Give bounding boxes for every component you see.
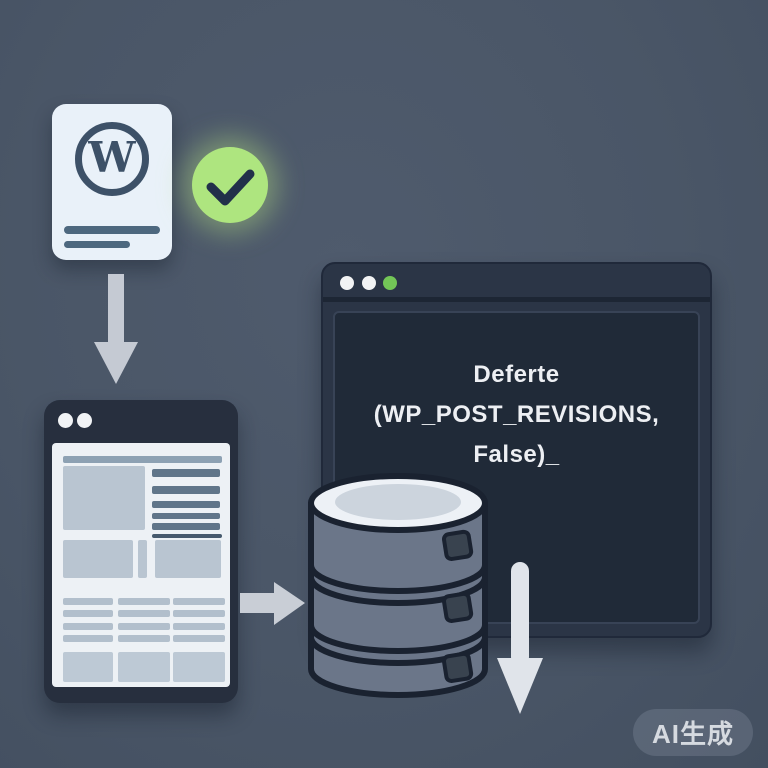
wireframe-text-line xyxy=(173,635,225,642)
window-dot-icon xyxy=(58,413,73,428)
card-text-line xyxy=(64,241,130,248)
wireframe-text-line xyxy=(63,623,113,630)
wordpress-card: W xyxy=(52,104,172,260)
database-icon xyxy=(308,473,488,698)
ai-generated-watermark: AI生成 xyxy=(633,709,753,756)
arrow-down-icon xyxy=(94,274,138,384)
window-dot-green-icon xyxy=(383,276,397,290)
code-line-1: Deferte (WP_POST_REVISIONS, xyxy=(373,361,660,428)
code-window-titlebar xyxy=(323,264,710,302)
wireframe-text-line xyxy=(152,534,222,538)
wireframe-text-line xyxy=(118,635,170,642)
window-dot-icon xyxy=(77,413,92,428)
wireframe-text-line xyxy=(152,486,220,494)
wireframe-mid-divider xyxy=(138,540,147,578)
wordpress-logo-icon: W xyxy=(75,122,149,196)
wireframe-hero-image xyxy=(63,466,145,530)
wireframe-topbar xyxy=(63,456,222,463)
wireframe-text-line xyxy=(173,623,225,630)
browser-wireframe xyxy=(52,443,230,687)
wireframe-image-block xyxy=(173,652,225,682)
window-dot-icon xyxy=(340,276,354,290)
wireframe-text-line xyxy=(173,610,225,617)
database-led xyxy=(441,651,474,683)
card-text-line xyxy=(64,226,160,234)
arrow-down-icon xyxy=(497,562,543,714)
database-led xyxy=(441,529,474,561)
wireframe-text-line xyxy=(63,598,113,605)
wireframe-text-line xyxy=(118,598,170,605)
wireframe-text-line xyxy=(173,598,225,605)
wordpress-logo-letter: W xyxy=(88,133,136,182)
wireframe-image-block xyxy=(118,652,170,682)
window-dot-icon xyxy=(362,276,376,290)
browser-window xyxy=(44,400,238,703)
wireframe-mid-block xyxy=(155,540,221,578)
wireframe-text-line xyxy=(152,469,220,477)
wireframe-text-line xyxy=(152,513,220,519)
check-badge xyxy=(192,147,268,223)
wireframe-mid-block xyxy=(63,540,133,578)
code-line-2: False)_ xyxy=(473,441,560,468)
wireframe-text-line xyxy=(63,635,113,642)
wireframe-text-line xyxy=(118,623,170,630)
wireframe-text-line xyxy=(63,610,113,617)
check-icon xyxy=(206,169,255,206)
wireframe-text-line xyxy=(152,501,220,508)
arrow-right-icon xyxy=(240,582,305,625)
wireframe-image-block xyxy=(63,652,113,682)
code-window: Deferte (WP_POST_REVISIONS, False)_ xyxy=(321,262,712,638)
wireframe-text-line xyxy=(118,610,170,617)
wireframe-text-line xyxy=(152,523,220,530)
watermark-label: AI生成 xyxy=(651,719,734,749)
database-led xyxy=(441,591,474,623)
